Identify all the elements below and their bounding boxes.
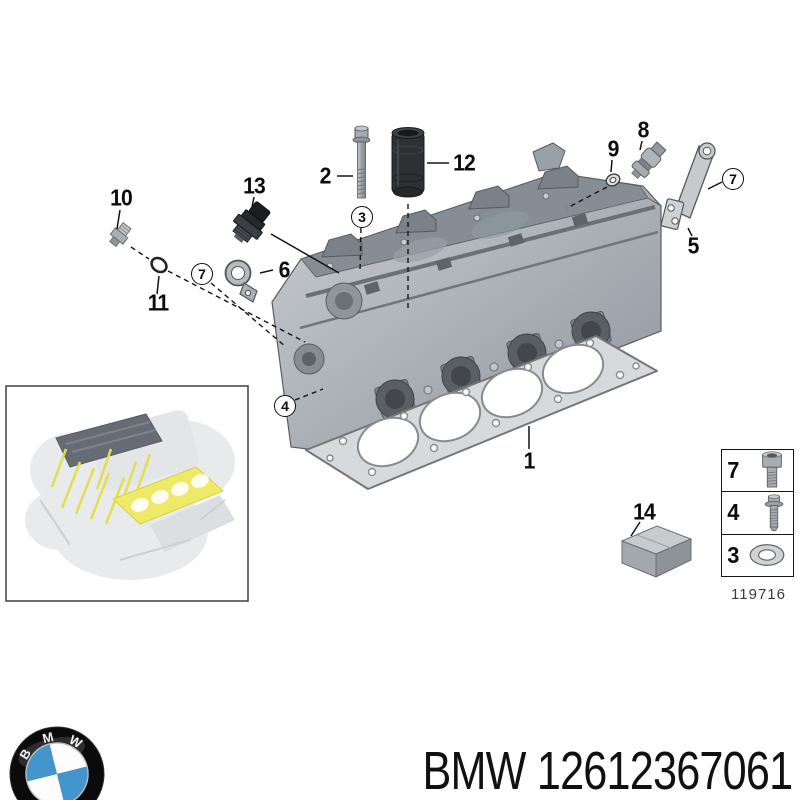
callout-7-right: 7 (722, 168, 744, 190)
callout-5: 5 (687, 232, 700, 259)
callout-12: 12 (453, 149, 476, 176)
oil-pressure-sensor-drawing (232, 201, 271, 243)
callout-6: 6 (278, 256, 291, 283)
bmw-logo: B M W (4, 718, 110, 800)
callout-13: 13 (243, 172, 266, 199)
sealing-ring-drawing (605, 173, 621, 187)
logo-letter-m: M (41, 729, 55, 746)
socket-head-screw-icon (762, 451, 782, 488)
brand-text: BMW (422, 741, 526, 800)
drawing-number: 119716 (731, 586, 786, 603)
leader-lines-dashed (130, 186, 608, 401)
check-valve-drawing (631, 141, 667, 179)
leader-lines (116, 140, 723, 537)
legend-row-7: 7 (722, 450, 793, 493)
callout-8: 8 (637, 116, 650, 143)
callout-14: 14 (633, 498, 656, 525)
gasket-set-box-drawing (620, 525, 693, 578)
plug-tube-drawing (391, 127, 425, 198)
part-number-text: 12612367061 (536, 741, 793, 800)
legend-row-4: 4 (722, 492, 793, 535)
bmw-roundel-icon: B M W (9, 726, 105, 800)
legend-label: 3 (727, 541, 739, 568)
head-bolt-drawing (352, 125, 371, 199)
hose-fitting-drawing (109, 222, 132, 248)
callout-4: 4 (274, 395, 296, 417)
callout-7-left: 7 (191, 263, 213, 285)
legend-label: 7 (727, 457, 739, 484)
callout-3: 3 (351, 206, 373, 228)
flange-bolt-icon (764, 494, 784, 532)
callout-9: 9 (607, 135, 620, 162)
callout-2: 2 (319, 162, 332, 189)
callout-10: 10 (110, 184, 133, 211)
eyelet-bracket-drawing (224, 259, 258, 303)
legend-label: 4 (727, 499, 739, 526)
head-gasket-drawing (305, 335, 658, 490)
engine-inset-thumbnail (5, 385, 249, 602)
callout-11: 11 (147, 289, 169, 316)
washer-icon (749, 544, 785, 567)
o-ring-drawing (150, 256, 168, 274)
legend-box: 7 4 3 (721, 449, 794, 577)
bracket-strap-drawing (660, 142, 716, 230)
footer-part-title: BMW 12612367061 (422, 740, 793, 800)
callout-1: 1 (523, 447, 536, 474)
legend-row-3: 3 (722, 535, 793, 576)
